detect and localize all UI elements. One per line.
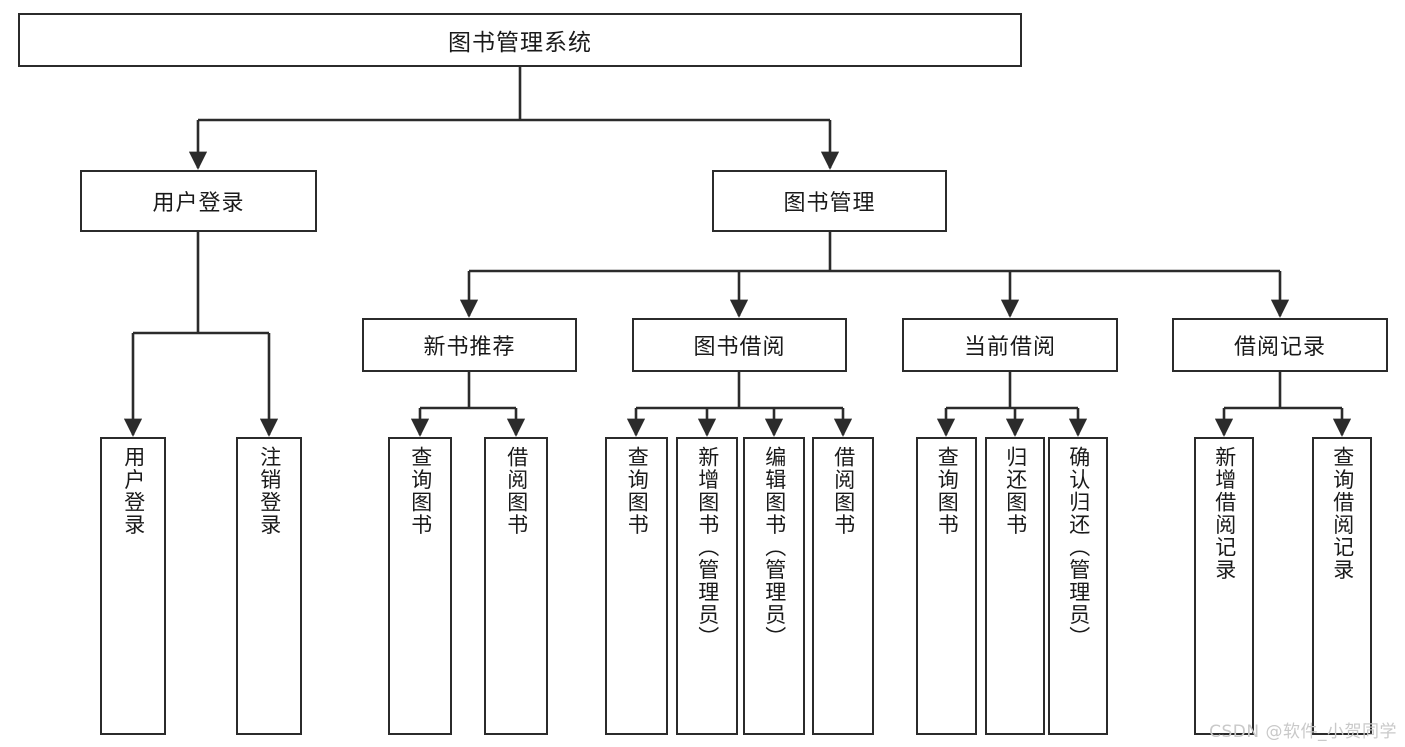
leaf-query-book-borrow[interactable]: 查询图书 bbox=[605, 437, 668, 735]
node-root-system[interactable]: 图书管理系统 bbox=[18, 13, 1022, 67]
leaf-label: 新增借阅记录 bbox=[1212, 446, 1237, 581]
node-user-login[interactable]: 用户登录 bbox=[80, 170, 317, 232]
leaf-add-book-admin[interactable]: 新增图书（管理员） bbox=[676, 437, 738, 735]
leaf-logout[interactable]: 注销登录 bbox=[236, 437, 302, 735]
leaf-user-login[interactable]: 用户登录 bbox=[100, 437, 166, 735]
leaf-add-borrow-record[interactable]: 新增借阅记录 bbox=[1194, 437, 1254, 735]
node-borrow-records[interactable]: 借阅记录 bbox=[1172, 318, 1388, 372]
leaf-label: 借阅图书 bbox=[504, 446, 529, 536]
leaf-confirm-return-admin[interactable]: 确认归还（管理员） bbox=[1048, 437, 1108, 735]
leaf-query-book-new[interactable]: 查询图书 bbox=[388, 437, 452, 735]
node-new-book-recommendation[interactable]: 新书推荐 bbox=[362, 318, 577, 372]
leaf-label: 用户登录 bbox=[121, 446, 146, 536]
leaf-label: 借阅图书 bbox=[831, 446, 856, 536]
leaf-label: 归还图书 bbox=[1003, 446, 1028, 536]
leaf-label: 查询图书 bbox=[408, 446, 433, 536]
node-label: 借阅记录 bbox=[1233, 335, 1326, 360]
leaf-label: 查询图书 bbox=[625, 446, 650, 536]
leaf-borrow-book-new[interactable]: 借阅图书 bbox=[484, 437, 548, 735]
leaf-borrow-book[interactable]: 借阅图书 bbox=[812, 437, 874, 735]
node-label: 当前借阅 bbox=[963, 335, 1056, 360]
leaf-label: 新增图书（管理员） bbox=[695, 446, 720, 649]
node-label: 图书管理 bbox=[783, 191, 876, 216]
leaf-label: 查询图书 bbox=[935, 446, 960, 536]
leaf-query-book-current[interactable]: 查询图书 bbox=[916, 437, 977, 735]
leaf-label: 确认归还（管理员） bbox=[1066, 446, 1091, 649]
node-book-borrowing[interactable]: 图书借阅 bbox=[632, 318, 847, 372]
node-current-borrowing[interactable]: 当前借阅 bbox=[902, 318, 1118, 372]
leaf-return-book[interactable]: 归还图书 bbox=[985, 437, 1045, 735]
node-label: 新书推荐 bbox=[423, 335, 516, 360]
node-label: 图书借阅 bbox=[693, 335, 786, 360]
node-book-management[interactable]: 图书管理 bbox=[712, 170, 947, 232]
node-label: 图书管理系统 bbox=[448, 30, 592, 56]
leaf-label: 查询借阅记录 bbox=[1330, 446, 1355, 581]
csdn-watermark: CSDN @软件_小贺同学 bbox=[1209, 722, 1397, 742]
leaf-label: 编辑图书（管理员） bbox=[762, 446, 787, 649]
leaf-edit-book-admin[interactable]: 编辑图书（管理员） bbox=[743, 437, 805, 735]
node-label: 用户登录 bbox=[152, 191, 245, 216]
leaf-label: 注销登录 bbox=[257, 446, 282, 536]
leaf-query-borrow-record[interactable]: 查询借阅记录 bbox=[1312, 437, 1372, 735]
